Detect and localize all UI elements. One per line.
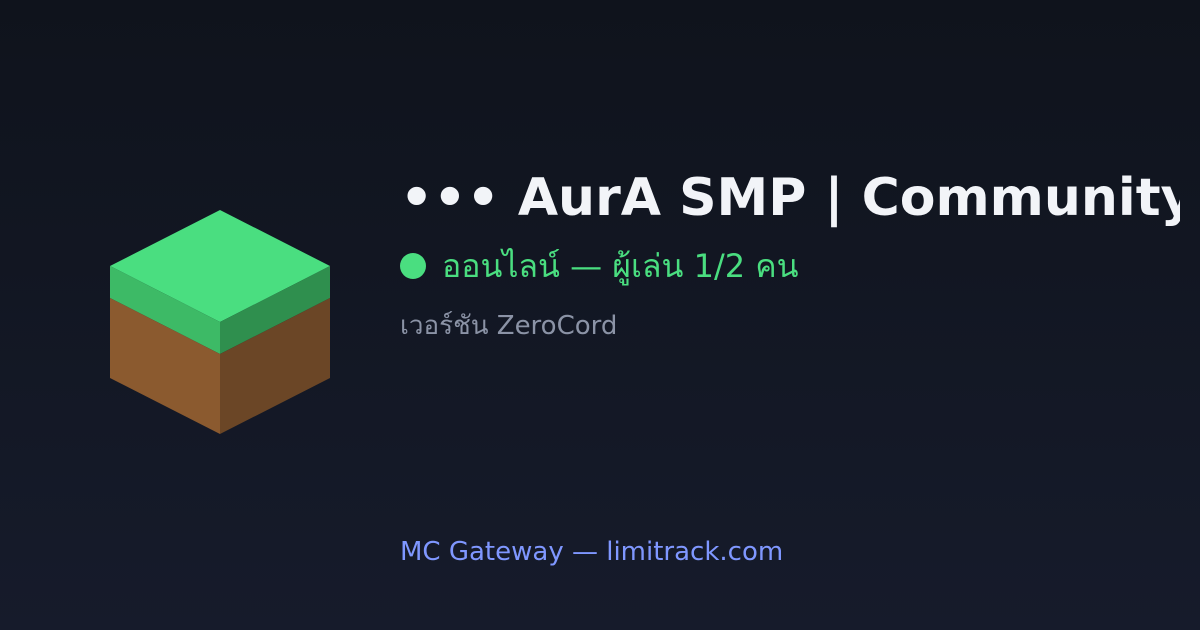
block-left-grass — [110, 266, 220, 354]
grass-block-icon — [110, 210, 330, 434]
footer-link[interactable]: MC Gateway — limitrack.com — [400, 537, 784, 567]
version-text: เวอร์ชัน ZeroCord — [400, 311, 618, 341]
block-left-dirt — [110, 298, 220, 434]
server-title: ••• AurA SMP | Community… — [400, 168, 1180, 228]
block-right-grass — [220, 266, 330, 354]
server-info: ••• AurA SMP | Community… ออนไลน์ — ผู้เ… — [400, 160, 1180, 344]
block-right-dirt — [220, 298, 330, 434]
status-dot-icon — [400, 253, 426, 279]
status-text: ออนไลน์ — ผู้เล่น 1/2 คน — [442, 247, 799, 285]
status-row: ออนไลน์ — ผู้เล่น 1/2 คน — [400, 244, 1180, 288]
